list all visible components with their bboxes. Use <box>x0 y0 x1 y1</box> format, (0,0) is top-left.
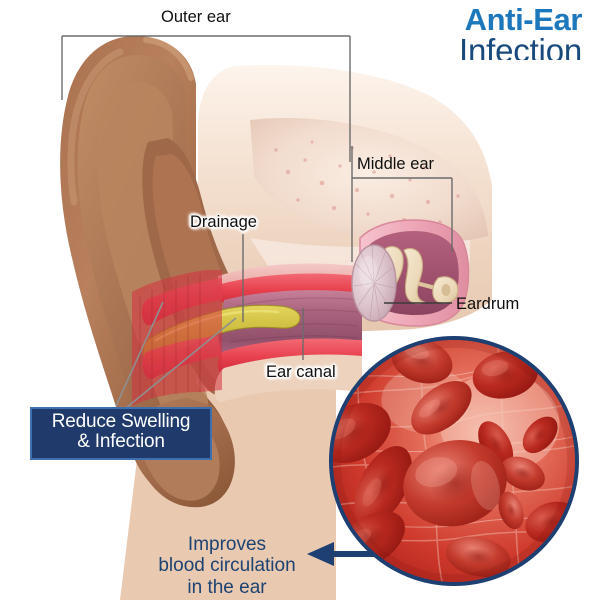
label-outer-ear: Outer ear <box>161 8 231 26</box>
middle-ear-cavity <box>351 219 470 327</box>
callout-leader-lines <box>61 35 453 360</box>
reduce-swelling-badge: Reduce Swelling & Infection <box>30 407 212 460</box>
title-line-1: Anti-Ear <box>464 2 583 37</box>
ear-canal-cutaway <box>132 263 362 406</box>
reduce-swelling-line-2: & Infection <box>77 431 165 453</box>
circulation-arrow <box>307 542 392 566</box>
swelling-leader-1 <box>115 301 164 407</box>
improves-caption-line-2: blood circulation <box>158 555 296 577</box>
label-drainage: Drainage <box>190 213 257 231</box>
label-middle-ear: Middle ear <box>357 155 435 173</box>
page-title: Anti-Ear Infection <box>459 4 582 67</box>
reduce-swelling-line-1: Reduce Swelling <box>51 411 191 432</box>
swelling-leader-2 <box>125 317 237 409</box>
blood-cells-inset <box>329 336 579 586</box>
improves-circulation-caption: Improves blood circulation in the ear <box>152 534 302 598</box>
benefit-leader-lines <box>115 301 237 409</box>
blood-cells-illustration <box>333 340 575 582</box>
improves-caption-line-1: Improves <box>187 534 267 555</box>
improves-caption-line-3: in the ear <box>187 576 267 598</box>
label-ear-canal: Ear canal <box>266 363 336 381</box>
label-eardrum: Eardrum <box>456 295 520 313</box>
